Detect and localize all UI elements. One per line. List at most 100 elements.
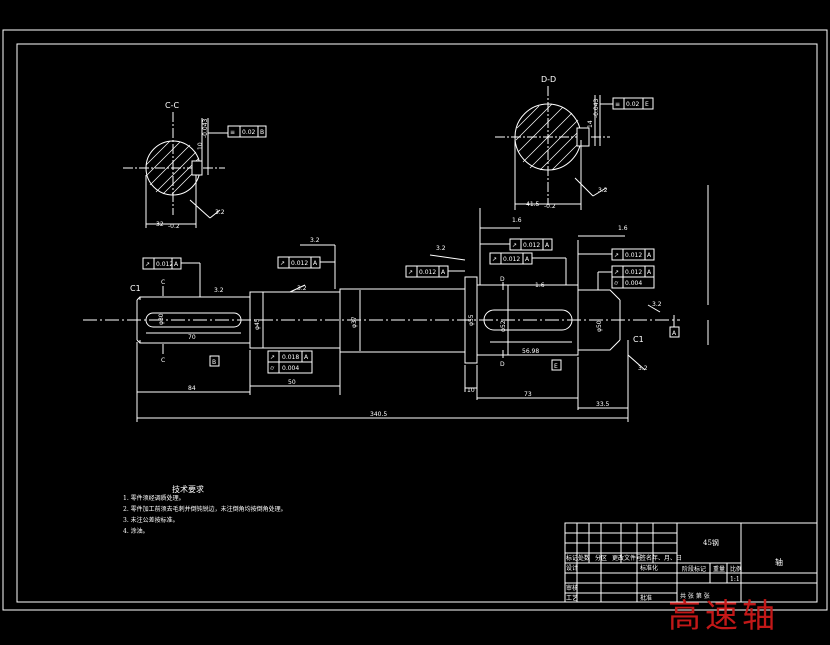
svg-text:E: E [554, 363, 558, 370]
svg-text:-0.2: -0.2 [544, 203, 556, 210]
svg-text:-0.2: -0.2 [168, 223, 180, 230]
svg-text:32: 32 [156, 221, 164, 228]
technical-notes: 技术要求 1. 零件须经调质处理。 2. 零件加工前须去毛刺并倒钝锐边，未注倒角… [123, 484, 287, 535]
svg-text:0.004: 0.004 [625, 280, 642, 287]
svg-text:设计: 设计 [566, 564, 578, 572]
svg-text:-0.043: -0.043 [202, 118, 209, 138]
outer-frame [2, 29, 828, 611]
svg-text:0.02: 0.02 [242, 129, 256, 136]
svg-text:B: B [212, 359, 216, 366]
chamfer-left: C1 [130, 284, 141, 293]
svg-text:-0.043: -0.043 [593, 98, 600, 118]
svg-text:工艺: 工艺 [566, 594, 578, 602]
note-1: 1. 零件须经调质处理。 [123, 494, 185, 502]
svg-text:41.5: 41.5 [526, 201, 540, 208]
svg-text:共 张 第 张: 共 张 第 张 [680, 592, 710, 600]
svg-text:3.2: 3.2 [638, 365, 648, 372]
svg-text:0.012: 0.012 [503, 256, 520, 263]
svg-text:3.2: 3.2 [214, 287, 224, 294]
svg-text:1:1: 1:1 [730, 576, 740, 583]
title-block: 45钢 轴 标记 处数 分区 更改文件号 签名 年、月、日 设计 标准化 审核 … [564, 522, 818, 603]
inner-frame [16, 43, 818, 603]
svg-text:3.2: 3.2 [436, 245, 446, 252]
watermark-text: 高速轴 [668, 596, 779, 635]
svg-text:↗: ↗ [614, 252, 619, 259]
keyway-right [483, 309, 573, 331]
section-d-label: D-D [541, 75, 556, 84]
svg-text:↗: ↗ [512, 242, 517, 249]
total-length: 340.5 [370, 411, 387, 418]
svg-text:84: 84 [188, 385, 196, 392]
svg-text:3.2: 3.2 [652, 301, 662, 308]
svg-text:10: 10 [197, 142, 204, 150]
section-d-fcf [612, 97, 654, 110]
svg-text:1.6: 1.6 [535, 282, 545, 289]
svg-text:A: A [647, 269, 652, 276]
svg-text:3.2: 3.2 [310, 237, 320, 244]
svg-text:C: C [161, 357, 165, 364]
note-3: 3. 未注公差按标准。 [123, 516, 179, 524]
svg-text:A: A [647, 252, 652, 259]
svg-text:标记: 标记 [566, 554, 578, 562]
svg-text:处数: 处数 [578, 554, 590, 562]
svg-text:3.2: 3.2 [297, 285, 307, 292]
svg-text:↗: ↗ [408, 269, 413, 276]
svg-text:0.012: 0.012 [625, 252, 642, 259]
svg-text:56.98: 56.98 [522, 348, 539, 355]
svg-text:10: 10 [467, 387, 475, 394]
svg-text:φ30: φ30 [158, 313, 165, 325]
svg-text:⌭: ⌭ [614, 280, 619, 287]
svg-text:0.012: 0.012 [523, 242, 540, 249]
svg-text:签名: 签名 [640, 554, 652, 562]
svg-text:年、月、日: 年、月、日 [652, 554, 682, 562]
note-4: 4. 涂油。 [123, 527, 149, 535]
svg-text:B: B [260, 129, 264, 136]
svg-text:φ37: φ37 [351, 316, 358, 328]
svg-text:0.012: 0.012 [625, 269, 642, 276]
svg-text:A: A [525, 256, 530, 263]
svg-text:↗: ↗ [492, 256, 497, 263]
svg-text:A: A [441, 269, 446, 276]
svg-text:50: 50 [288, 379, 296, 386]
svg-text:0.012: 0.012 [291, 260, 308, 267]
svg-text:审核: 审核 [566, 584, 578, 592]
svg-text:φ50: φ50 [596, 320, 603, 332]
svg-text:0.018: 0.018 [282, 354, 299, 361]
keyway-left [145, 312, 242, 328]
svg-text:阶段标记: 阶段标记 [682, 565, 706, 573]
shaft-main-view: C C D D C1 C1 φ30 φ45 φ37 φ55 φ52 φ50 70… [83, 185, 709, 422]
svg-text:A: A [304, 354, 309, 361]
svg-text:D: D [500, 276, 505, 283]
section-c-fcf [227, 125, 267, 138]
svg-text:≡: ≡ [615, 101, 620, 108]
svg-text:1.6: 1.6 [618, 225, 628, 232]
section-d-d: D-D ≡ 0.02 E 14 -0.043 41.5 -0.2 3.2 [495, 75, 654, 210]
svg-text:33.5: 33.5 [596, 401, 610, 408]
svg-text:D: D [500, 361, 505, 368]
svg-text:70: 70 [188, 334, 196, 341]
svg-text:3.2: 3.2 [215, 209, 225, 216]
section-c-label: C-C [165, 101, 179, 110]
svg-text:A: A [313, 260, 318, 267]
svg-text:A: A [672, 330, 677, 337]
svg-text:批准: 批准 [640, 594, 652, 602]
svg-text:↗: ↗ [270, 354, 275, 361]
svg-text:↗: ↗ [614, 269, 619, 276]
svg-text:A: A [545, 242, 550, 249]
svg-text:73: 73 [524, 391, 532, 398]
svg-text:0.02: 0.02 [626, 101, 640, 108]
svg-text:φ55: φ55 [468, 314, 475, 326]
material: 45钢 [703, 538, 719, 547]
svg-text:标准化: 标准化 [640, 564, 658, 572]
svg-text:E: E [645, 101, 649, 108]
svg-text:0.004: 0.004 [282, 365, 299, 372]
svg-text:3.2: 3.2 [598, 187, 608, 194]
svg-text:↗: ↗ [145, 261, 150, 268]
svg-text:φ45: φ45 [254, 318, 261, 330]
svg-text:φ52: φ52 [500, 320, 507, 332]
svg-text:分区: 分区 [595, 554, 607, 562]
fcf-right-2 [611, 276, 655, 289]
svg-text:0.012: 0.012 [419, 269, 436, 276]
notes-title: 技术要求 [172, 484, 204, 494]
